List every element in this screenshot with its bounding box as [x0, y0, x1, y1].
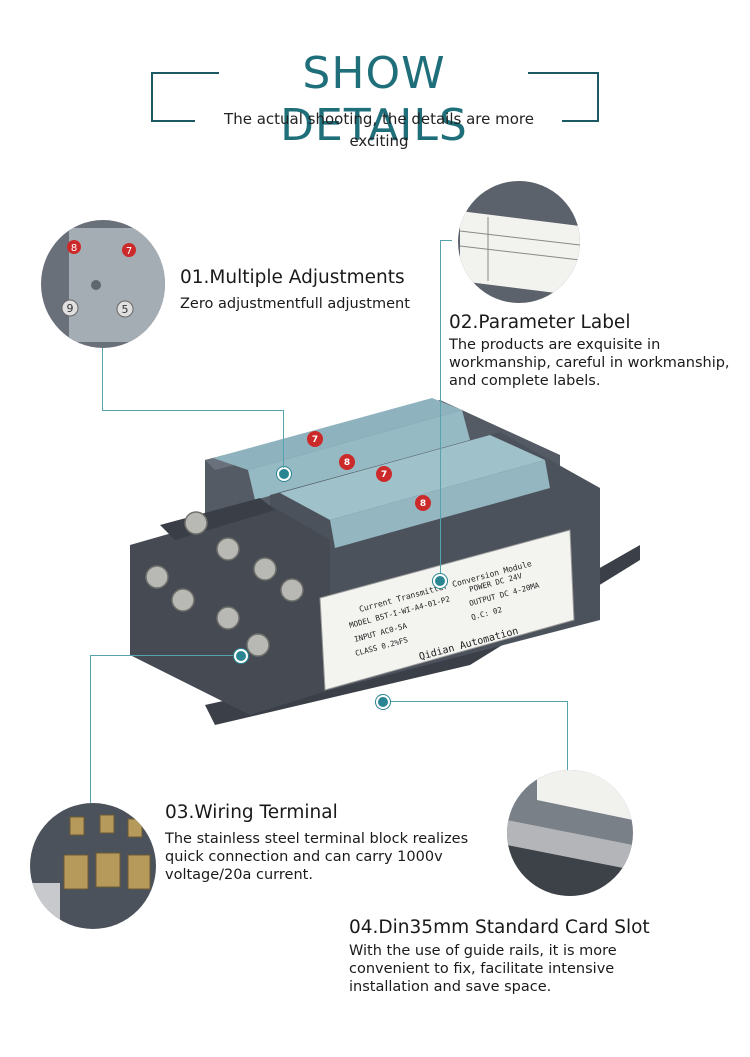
feature-4-heading: 04.Din35mm Standard Card Slot	[349, 917, 650, 938]
button-8-front	[415, 495, 431, 511]
page-title: SHOW DETAILS	[280, 48, 468, 151]
button-7-front	[376, 466, 392, 482]
header-frame	[151, 72, 599, 122]
svg-text:8: 8	[344, 458, 350, 468]
feature-3-heading: 03.Wiring Terminal	[165, 802, 338, 823]
feature-2-line-1: The products are exquisite in	[449, 337, 661, 353]
callout-line-4-vert	[567, 701, 568, 776]
svg-text:9: 9	[67, 302, 74, 315]
callout-line-2-vert	[440, 240, 441, 580]
feature-4-line-3: installation and save space.	[349, 979, 552, 995]
callout-line-1-horiz	[102, 410, 283, 411]
feature-2-line-3: and complete labels.	[449, 373, 601, 389]
svg-text:7: 7	[126, 246, 132, 257]
feature-3-line-1: The stainless steel terminal block reali…	[165, 831, 469, 847]
callout-dot-3	[234, 649, 248, 663]
svg-text:8: 8	[420, 499, 426, 509]
module-back-panel	[213, 398, 462, 470]
header-frame-top-left	[151, 72, 219, 74]
svg-text:7: 7	[312, 435, 318, 445]
feature-2-line-2: workmanship, careful in workmanship,	[449, 355, 730, 371]
callout-dot-2	[433, 574, 447, 588]
callout-line-1-drop	[283, 410, 284, 468]
button-7-back	[307, 431, 323, 447]
callout-line-1-vert	[102, 337, 103, 411]
svg-text:8: 8	[71, 243, 77, 254]
module-front-panel	[280, 435, 545, 520]
callout-line-3-horiz	[90, 655, 240, 656]
header-frame-bottom-right	[562, 120, 599, 122]
feature-3-line-2: quick connection and can carry 1000v	[165, 849, 443, 865]
detail-circle-adjustments: 8 7 9 5	[41, 220, 165, 348]
callout-dot-1	[277, 467, 291, 481]
feature-4-line-2: convenient to fix, facilitate intensive	[349, 961, 615, 977]
detail-circle-din-rail	[507, 770, 633, 896]
callout-line-3-vert	[90, 655, 91, 803]
callout-dot-4	[376, 695, 390, 709]
callout-line-4-horiz	[382, 701, 568, 702]
product-label	[319, 529, 575, 691]
feature-4-line-1: With the use of guide rails, it is more	[349, 943, 617, 959]
feature-1-heading: 01.Multiple Adjustments	[180, 267, 405, 288]
header-frame-top-right	[528, 72, 599, 74]
detail-circle-terminal	[30, 803, 156, 929]
page-subtitle: The actual shooting, the details are mor…	[224, 110, 534, 150]
callout-line-2-top	[440, 240, 452, 241]
button-8-back	[339, 454, 355, 470]
feature-3-line-3: voltage/20a current.	[165, 867, 313, 883]
feature-1-line-1: Zero adjustmentfull adjustment	[180, 296, 410, 312]
svg-text:5: 5	[122, 303, 129, 316]
header-frame-bottom-left	[151, 120, 195, 122]
detail-circle-label	[458, 181, 580, 303]
feature-2-heading: 02.Parameter Label	[449, 312, 631, 333]
svg-text:7: 7	[381, 470, 387, 480]
